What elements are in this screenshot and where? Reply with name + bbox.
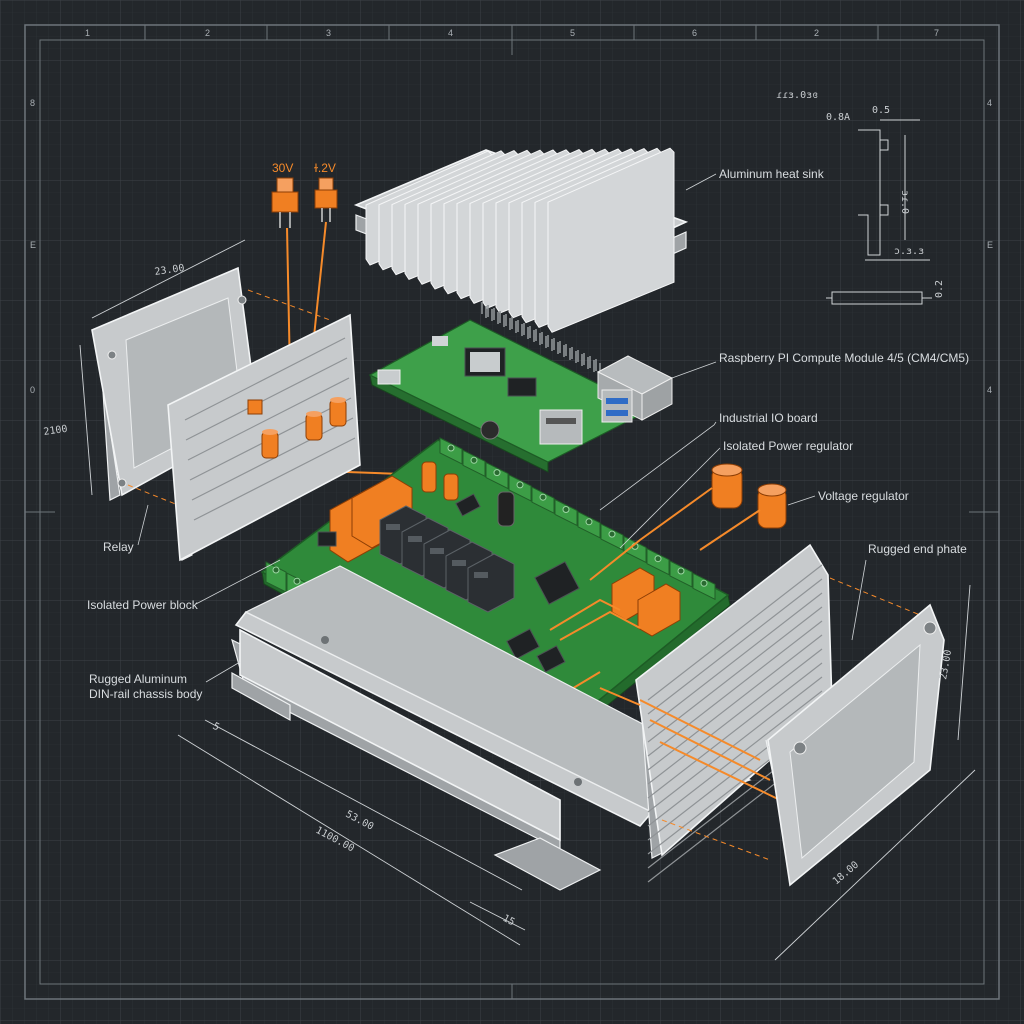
relay-marking [452, 560, 466, 566]
terminal-screw [272, 566, 280, 574]
side-ruler-labels: 8 E 0 4 E 4 [30, 98, 993, 395]
ruler-label: 3 [326, 28, 331, 38]
end-plate-label: Rugged end phate [868, 542, 967, 556]
top-ruler-labels: 1 2 3 4 5 6 2 7 [85, 28, 939, 38]
right-plate-height-dim: 23.00 [938, 649, 954, 681]
voltage-regulator-label: Voltage regulator [818, 489, 909, 503]
detail-title: ɾɾɜ.0ɜɞ [776, 90, 818, 101]
dashed-guide [829, 577, 921, 616]
voltage-regulator-caps [711, 463, 787, 529]
ruler-label: 4 [448, 28, 453, 38]
chassis-label-line1: Rugged Aluminum [89, 672, 187, 686]
detail-bottom-dim: ɔ.ɜ.ɜ [894, 246, 924, 257]
regulator-30v [271, 177, 299, 228]
ruler-ticks [25, 25, 999, 999]
terminal-screw [700, 579, 708, 587]
terminal-screw [470, 456, 478, 464]
right-end-plate [765, 603, 945, 887]
board-trace [569, 671, 601, 691]
relay-marking [430, 548, 444, 554]
detail-ref: 0.8A [826, 112, 850, 123]
end-cap-fin [647, 662, 823, 799]
dimension-line [774, 769, 976, 961]
ruler-label: 4 [987, 98, 992, 108]
ruler-label: 4 [987, 385, 992, 395]
dashed-guide [247, 289, 331, 321]
dimension-line [204, 719, 523, 891]
dimension-line [469, 901, 526, 931]
heat-sink-fin [547, 147, 675, 333]
ruler-label: E [30, 240, 36, 250]
dimension-line [177, 734, 521, 946]
terminal-screw [539, 493, 547, 501]
power-regulator-label: Isolated Power regulator [723, 439, 853, 453]
ruler-label: 5 [570, 28, 575, 38]
heat-sink-label: Aluminum heat sink [719, 167, 825, 181]
terminal-screw [493, 469, 501, 477]
board-trace [559, 610, 641, 641]
io-board-label: Industrial IO board [719, 411, 818, 425]
end-cap-fin [647, 564, 823, 701]
dashed-guide [661, 819, 771, 861]
chassis-foot-dim: 15 [501, 913, 517, 928]
regulator-12v [314, 177, 338, 222]
dimension-line [79, 344, 93, 496]
terminal-screw [447, 444, 455, 452]
end-cap-fin [647, 676, 823, 813]
dimension-line [91, 239, 246, 319]
terminal-screw [608, 530, 616, 538]
terminal-screw [677, 567, 685, 575]
board-trace [549, 598, 621, 631]
end-cap-fin [647, 690, 823, 827]
terminal-screw [293, 577, 301, 585]
end-cap-fin [647, 634, 823, 771]
ruler-label: 0 [30, 385, 35, 395]
compute-module [368, 302, 674, 473]
end-cap-fin [647, 592, 823, 729]
relay-marking [386, 524, 400, 530]
detail-side-dim: ɜɾ.0 [899, 190, 910, 214]
ruler-label: E [987, 240, 993, 250]
compute-module-label: Raspberry PI Compute Module 4/5 (CM4/CM5… [719, 351, 969, 365]
ruler-label: 2 [205, 28, 210, 38]
heat-sink [353, 147, 689, 333]
detail-rail-dim: 0.2 [934, 280, 945, 298]
leader-lines [137, 173, 867, 683]
regulator-12v-label: ɫ.2V [314, 161, 336, 175]
relay [467, 553, 515, 613]
ruler-label: 6 [692, 28, 697, 38]
right-leads [599, 687, 781, 801]
ruler-label: 2 [814, 28, 819, 38]
relay-marking [474, 572, 488, 578]
regulator-trace [589, 487, 713, 581]
capacitor-group-left [247, 397, 347, 459]
power-block-label: Isolated Power block [87, 598, 199, 612]
relay-label: Relay [103, 540, 134, 554]
ruler-label: 1 [85, 28, 90, 38]
terminal-screw [654, 555, 662, 563]
ruler-label: 7 [934, 28, 939, 38]
ruler-label: 8 [30, 98, 35, 108]
end-cap-fin [647, 578, 823, 715]
detail-top-dim: 0.5 [872, 105, 890, 116]
chassis-label-line2: DIN-rail chassis body [89, 687, 202, 701]
left-plate-width-dim: 23.00 [154, 263, 185, 278]
regulator-trace [699, 509, 761, 551]
relay-marking [408, 536, 422, 542]
terminal-screw [562, 506, 570, 513]
end-cap-fin [647, 648, 823, 785]
chassis-small-dim: 5 [211, 721, 221, 734]
chassis-body [231, 565, 752, 891]
dimension-line [957, 584, 971, 741]
terminal-screw [516, 481, 524, 489]
left-plate-height-dim: 2100 [43, 424, 68, 438]
terminal-screw [585, 518, 593, 526]
detail-view [826, 119, 932, 305]
regulator-30v-label: 30V [272, 161, 293, 175]
